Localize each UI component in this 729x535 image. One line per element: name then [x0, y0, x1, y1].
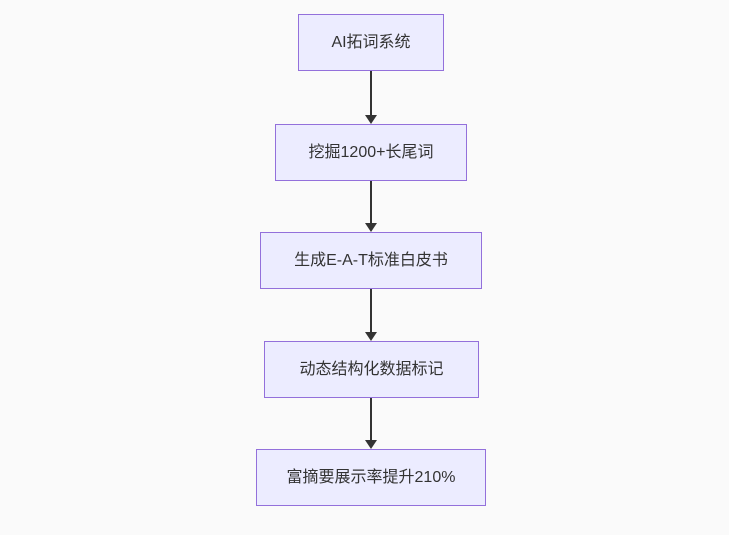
flow-arrow-4: [365, 398, 377, 449]
arrow-line: [370, 181, 372, 223]
flow-arrow-3: [365, 289, 377, 341]
flow-node-label: 生成E-A-T标准白皮书: [294, 251, 448, 269]
arrow-head: [365, 440, 377, 449]
flow-node-label: AI拓词系统: [331, 33, 411, 51]
arrow-line: [370, 71, 372, 115]
flow-node-ai-keyword-system: AI拓词系统: [298, 14, 444, 71]
flow-node-rich-snippet-result: 富摘要展示率提升210%: [256, 449, 486, 506]
flow-node-eat-whitepaper: 生成E-A-T标准白皮书: [260, 232, 482, 289]
flow-arrow-1: [365, 71, 377, 124]
flow-node-label: 动态结构化数据标记: [299, 360, 444, 378]
arrow-head: [365, 332, 377, 341]
arrow-head: [365, 115, 377, 124]
flow-node-label: 富摘要展示率提升210%: [286, 468, 456, 486]
arrow-head: [365, 223, 377, 232]
flow-node-label: 挖掘1200+长尾词: [308, 143, 434, 161]
flow-node-longtail-mining: 挖掘1200+长尾词: [275, 124, 467, 181]
flow-node-structured-data: 动态结构化数据标记: [264, 341, 479, 398]
arrow-line: [370, 289, 372, 332]
flow-arrow-2: [365, 181, 377, 232]
arrow-line: [370, 398, 372, 440]
